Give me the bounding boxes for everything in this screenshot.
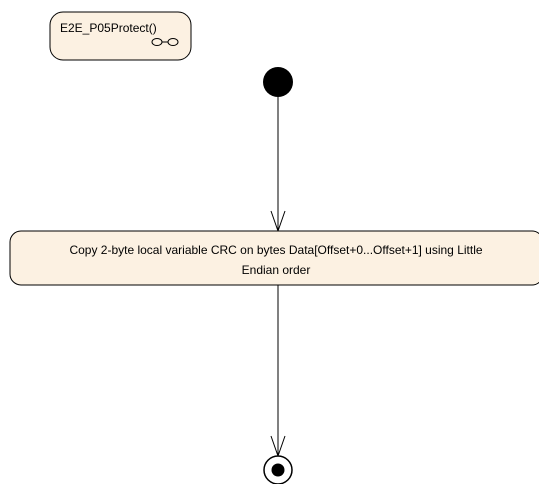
call-behavior-box bbox=[49, 11, 192, 61]
call-behavior-label: E2E_P05Protect() bbox=[60, 21, 157, 35]
action-node[interactable]: Copy 2-byte local variable CRC on bytes … bbox=[9, 230, 539, 286]
control-flow-initial-to-action bbox=[270, 97, 286, 233]
action-label-line2: Endian order bbox=[242, 263, 311, 277]
initial-node bbox=[263, 67, 293, 97]
rake-icon bbox=[151, 38, 179, 46]
call-behavior-node[interactable]: E2E_P05Protect() bbox=[49, 11, 192, 61]
action-box bbox=[9, 230, 539, 286]
control-flow-action-to-final bbox=[270, 285, 286, 458]
action-label-line1: Copy 2-byte local variable CRC on bytes … bbox=[69, 243, 482, 257]
activity-final-node bbox=[263, 455, 293, 484]
